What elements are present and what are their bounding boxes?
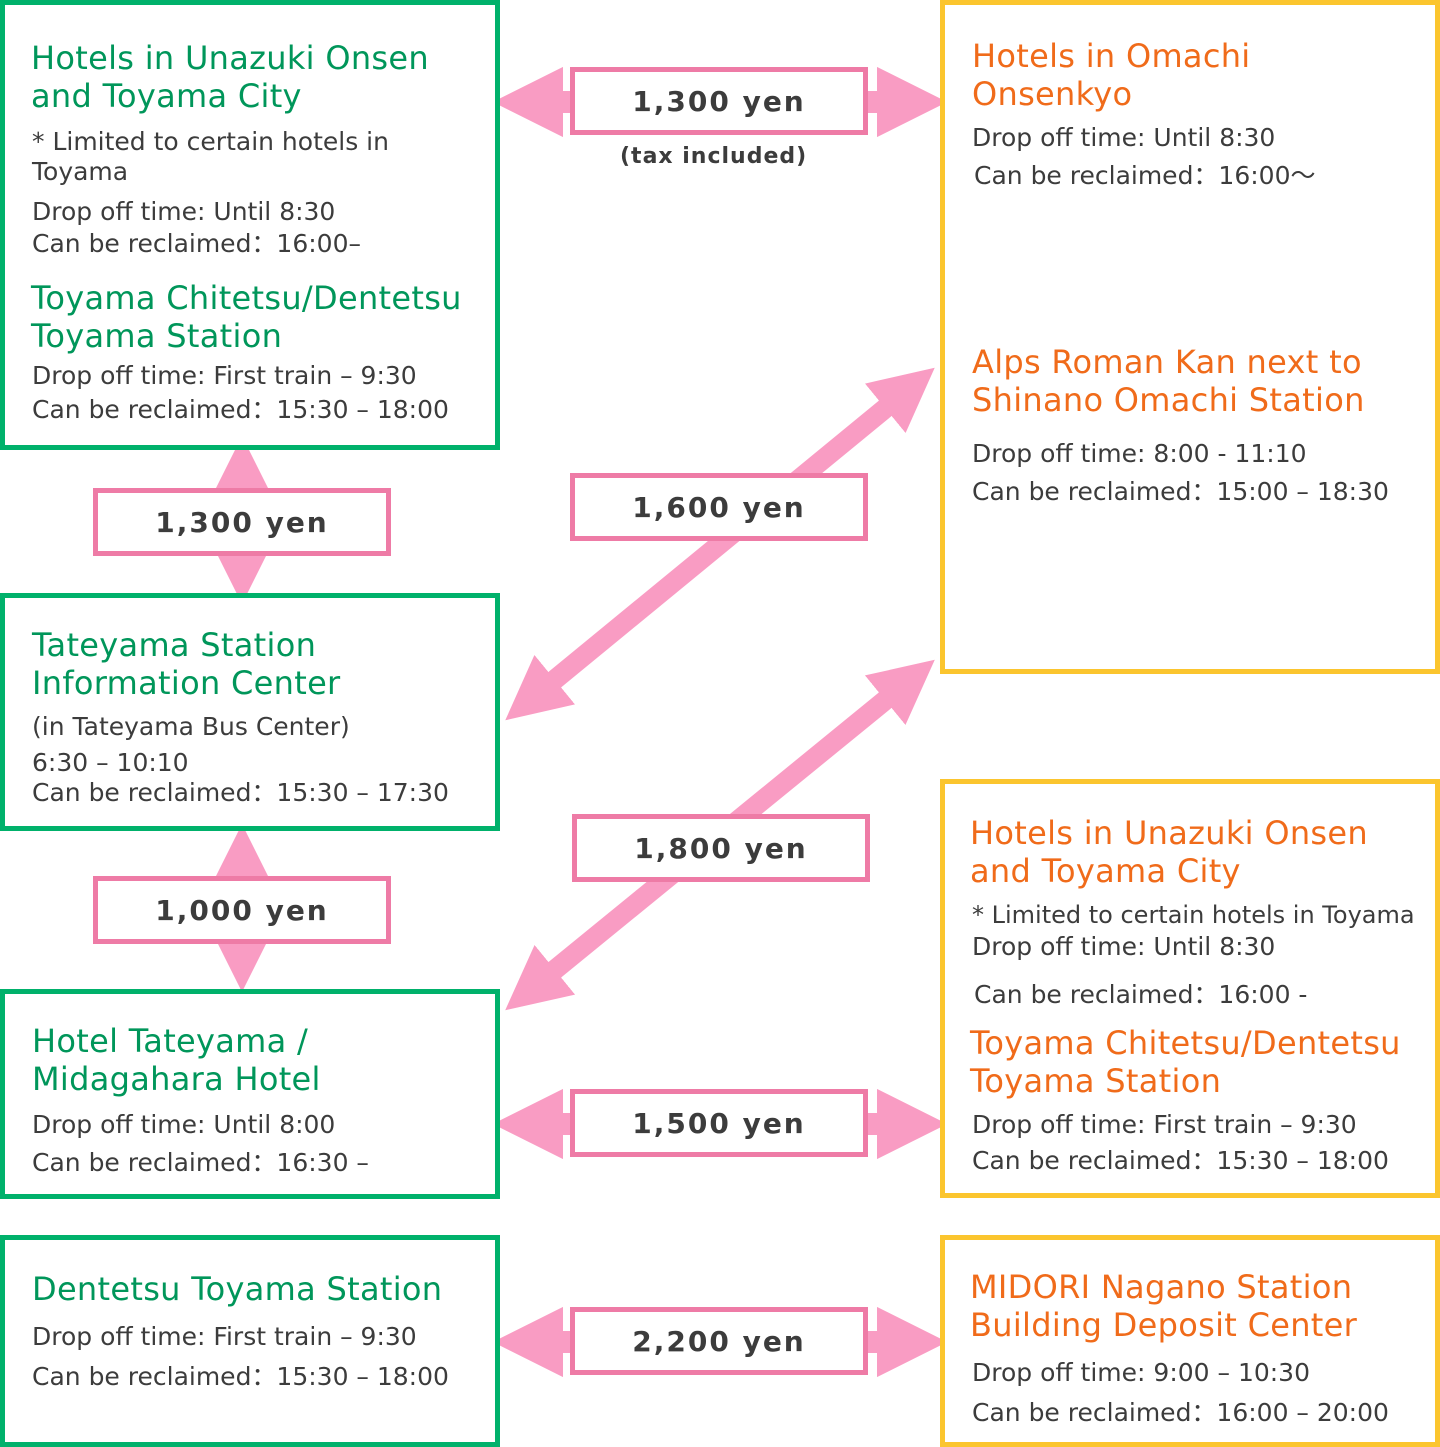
box-title: MIDORI Nagano Station Building Deposit C… xyxy=(970,1268,1358,1344)
box-title: Hotels in Unazuki Onsen and Toyama City xyxy=(31,39,429,115)
reclaim-time: Can be reclaimed：16:00～ xyxy=(974,161,1316,190)
box-note: * Limited to certain hotels in Toyama xyxy=(32,127,389,186)
price-middle: 1,500 yen xyxy=(570,1089,868,1157)
price-diagonal-lower: 1,800 yen xyxy=(572,814,870,882)
drop-off-time: Drop off time: First train – 9:30 xyxy=(32,361,417,390)
box-title: Tateyama Station Information Center xyxy=(32,626,341,702)
reclaim-time: Can be reclaimed：15:00 – 18:30 xyxy=(972,477,1389,506)
reclaim-time: Can be reclaimed：16:00 - xyxy=(974,980,1308,1009)
left-box-hotel-tateyama: Hotel Tateyama / Midagahara Hotel Drop o… xyxy=(0,989,500,1199)
reclaim-time: Can be reclaimed：16:00– xyxy=(32,229,361,258)
price-top: 1,300 yen xyxy=(570,67,868,135)
box-title: Hotels in Omachi Onsenkyo xyxy=(972,37,1251,113)
tax-note: (tax included) xyxy=(620,144,808,169)
reclaim-time: Can be reclaimed：15:30 – 18:00 xyxy=(972,1146,1389,1175)
reclaim-time: Can be reclaimed：15:30 – 17:30 xyxy=(32,778,449,807)
arrow-diagonal-upper xyxy=(505,367,935,721)
price-diagonal-upper: 1,600 yen xyxy=(570,473,868,541)
right-box-midori-nagano: MIDORI Nagano Station Building Deposit C… xyxy=(940,1235,1440,1447)
left-box-tateyama-station: Tateyama Station Information Center (in … xyxy=(0,593,500,831)
box-subtitle: (in Tateyama Bus Center) xyxy=(32,712,350,741)
box-note: * Limited to certain hotels in Toyama xyxy=(972,901,1415,929)
drop-off-time: Drop off time: 9:00 – 10:30 xyxy=(972,1358,1310,1387)
box-title: Hotels in Unazuki Onsen and Toyama City xyxy=(970,814,1368,890)
reclaim-time: Can be reclaimed：15:30 – 18:00 xyxy=(32,395,449,424)
drop-off-time: Drop off time: 8:00 - 11:10 xyxy=(972,439,1307,468)
left-box-dentetsu-toyama: Dentetsu Toyama Station Drop off time: F… xyxy=(0,1235,500,1447)
drop-off-time: Drop off time: First train – 9:30 xyxy=(32,1322,417,1351)
price-left-upper: 1,300 yen xyxy=(93,488,391,556)
reclaim-time: Can be reclaimed：16:00 – 20:00 xyxy=(972,1398,1389,1427)
reclaim-time: Can be reclaimed：15:30 – 18:00 xyxy=(32,1362,449,1391)
drop-off-time: 6:30 – 10:10 xyxy=(32,748,189,777)
price-left-lower: 1,000 yen xyxy=(93,876,391,944)
drop-off-time: Drop off time: First train – 9:30 xyxy=(972,1110,1357,1139)
box-title: Toyama Chitetsu/Dentetsu Toyama Station xyxy=(970,1024,1401,1100)
right-box-omachi: Hotels in Omachi Onsenkyo Drop off time:… xyxy=(940,0,1440,674)
box-title: Alps Roman Kan next to Shinano Omachi St… xyxy=(972,343,1365,419)
right-box-unazuki-toyama: Hotels in Unazuki Onsen and Toyama City … xyxy=(940,779,1440,1198)
drop-off-time: Drop off time: Until 8:30 xyxy=(32,197,336,226)
box-title: Dentetsu Toyama Station xyxy=(32,1270,443,1308)
drop-off-time: Drop off time: Until 8:00 xyxy=(32,1110,336,1139)
box-title: Hotel Tateyama / Midagahara Hotel xyxy=(32,1022,321,1098)
box-title: Toyama Chitetsu/Dentetsu Toyama Station xyxy=(31,279,462,355)
drop-off-time: Drop off time: Until 8:30 xyxy=(972,932,1276,961)
reclaim-time: Can be reclaimed：16:30 – xyxy=(32,1148,369,1177)
price-bottom: 2,200 yen xyxy=(570,1307,868,1375)
drop-off-time: Drop off time: Until 8:30 xyxy=(972,123,1276,152)
left-box-unazuki-toyama: Hotels in Unazuki Onsen and Toyama City … xyxy=(0,0,500,450)
